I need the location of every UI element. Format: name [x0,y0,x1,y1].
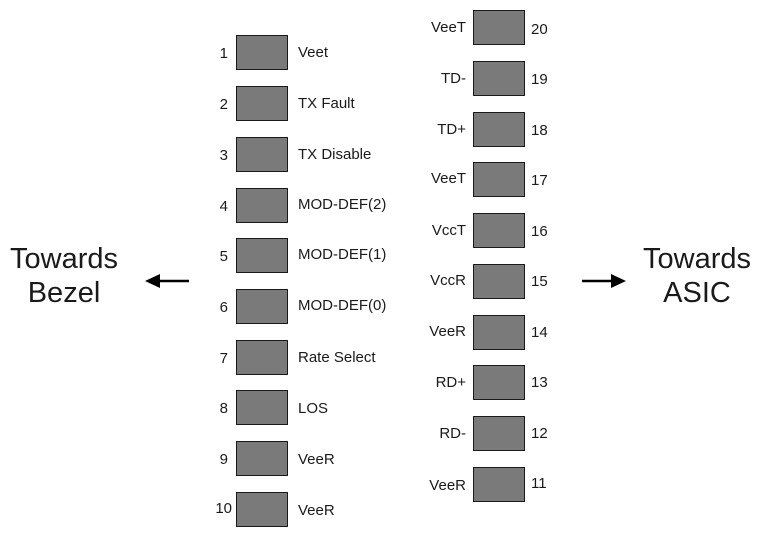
pin-number: 13 [531,374,548,391]
pin-number: 19 [531,71,548,88]
pin-pad [236,289,288,324]
pin-number: 17 [531,172,548,189]
pin-number: 5 [219,248,228,265]
pin-pad [236,35,288,70]
pin-number: 4 [219,198,228,215]
pin-number: 12 [531,425,548,442]
pin-pad [236,137,288,172]
towards-bezel-label: Towards Bezel [0,242,128,310]
pin-pad [473,162,525,197]
pin-number: 8 [219,400,228,417]
pin-pad [473,315,525,350]
pin-label: MOD-DEF(1) [298,246,387,263]
towards-asic-label: Towards ASIC [630,242,764,310]
pin-pad [236,390,288,425]
pin-label: TX Disable [298,146,372,163]
pin-number: 14 [531,324,548,341]
pin-pad [473,213,525,248]
pin-label: Veet [298,44,329,61]
towards-bezel-line2: Bezel [27,277,101,309]
pin-number: 10 [215,500,232,517]
pin-label: VeeT [430,19,466,36]
pin-number: 6 [219,299,228,316]
pin-label: TD- [441,70,466,87]
pin-pad [236,238,288,273]
pin-label: VccT [431,222,466,239]
pin-number: 3 [219,147,228,164]
arrow-right-icon [582,274,626,288]
pin-label: RD+ [435,374,466,391]
pin-label: VeeR [298,451,335,468]
pin-label: VeeR [429,323,466,340]
pin-label: Rate Select [298,349,376,366]
towards-bezel-line1: Towards [10,243,118,275]
pin-label: VeeT [430,170,466,187]
pin-pad [473,365,525,400]
pin-label: TX Fault [298,95,355,112]
towards-asic-line1: Towards [643,243,751,275]
pin-number: 11 [531,475,547,492]
pin-pad [473,264,525,299]
pin-pad [473,10,525,45]
pin-number: 16 [531,223,548,240]
pin-pad [473,467,525,502]
pin-label: RD- [439,425,466,442]
pin-pad [236,492,288,527]
pin-number: 7 [219,350,228,367]
pin-pad [473,112,525,147]
pin-number: 9 [219,451,228,468]
pin-number: 18 [531,122,548,139]
pin-label: VeeR [298,502,335,519]
pin-label: VccR [430,272,466,289]
pin-number: 20 [531,21,548,38]
arrow-left-icon [145,274,189,288]
pin-pad [236,86,288,121]
pin-pad [236,441,288,476]
pin-pad [473,416,525,451]
pin-pad [473,61,525,96]
pin-label: LOS [298,400,329,417]
pin-label: MOD-DEF(2) [298,196,387,213]
towards-asic-line2: ASIC [663,277,731,309]
pin-pad [236,188,288,223]
pin-number: 1 [219,45,228,62]
pin-label: VeeR [429,477,466,494]
pin-number: 15 [531,273,548,290]
pin-label: TD+ [437,121,466,138]
pin-pad [236,340,288,375]
pin-number: 2 [219,96,228,113]
pin-label: MOD-DEF(0) [298,297,387,314]
